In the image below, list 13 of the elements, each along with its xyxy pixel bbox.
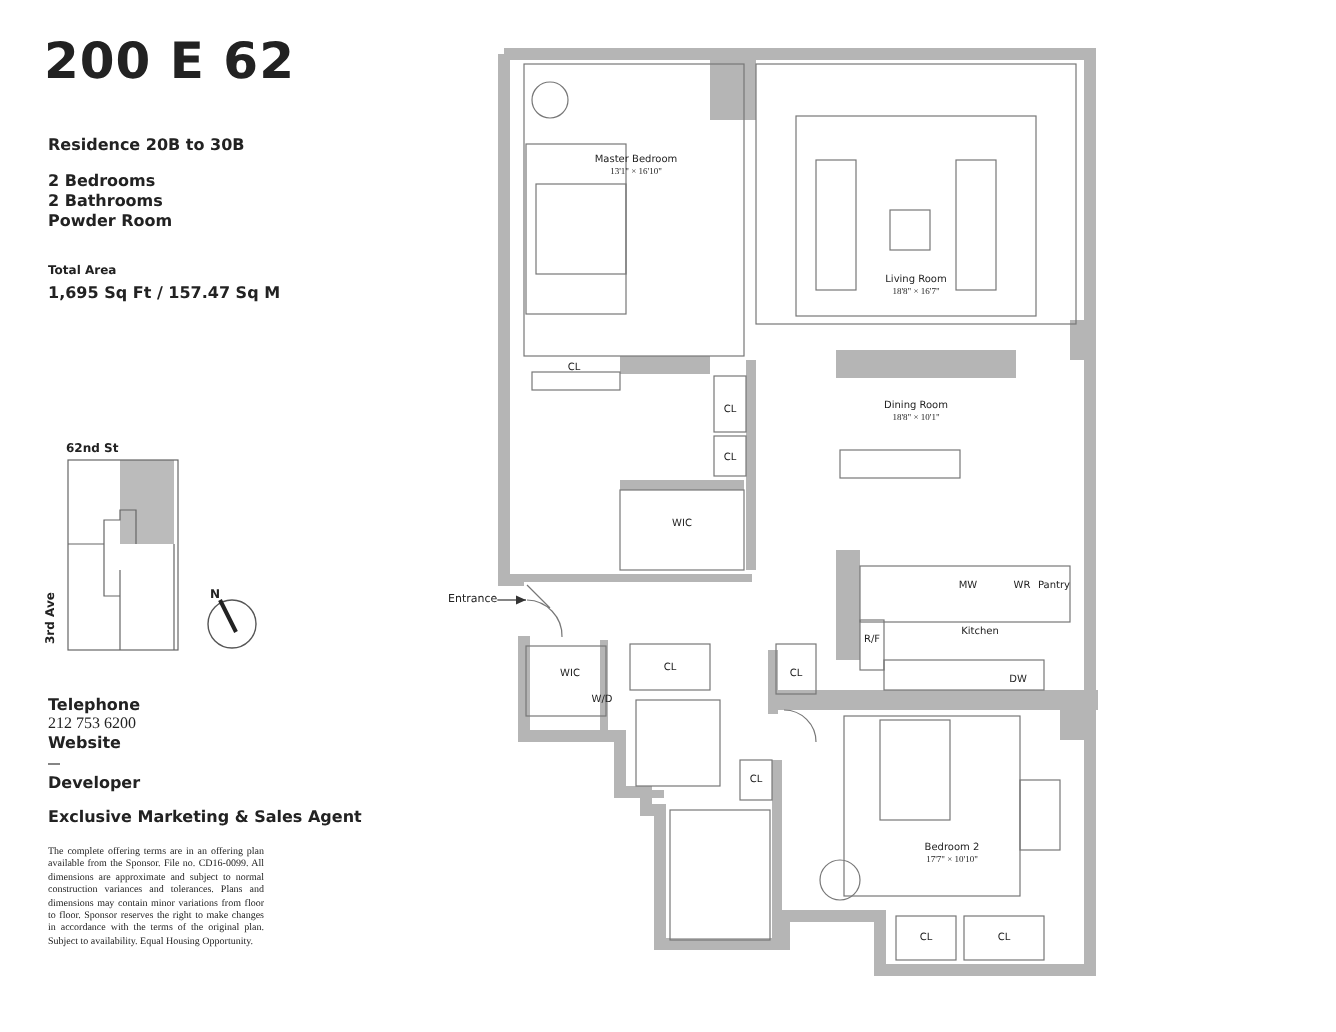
field-label: Telephone <box>48 696 141 716</box>
field-label: Exclusive Marketing & Sales Agent <box>48 808 362 828</box>
room-count: Powder Room <box>48 212 173 232</box>
subtitle: Residence 20B to 30B <box>48 136 245 156</box>
field-label: Developer <box>48 774 141 794</box>
area-value: 1,695 Sq Ft / 157.47 Sq M <box>48 284 281 304</box>
phone-number: 212 753 6200 <box>48 714 136 732</box>
room-count: 2 Bathrooms <box>48 192 163 212</box>
door-drawing <box>526 584 564 638</box>
title: 200 E 62 <box>44 32 295 90</box>
room-count: 2 Bedrooms <box>48 172 156 192</box>
field-label: Website <box>48 734 121 754</box>
arrow <box>496 595 527 605</box>
